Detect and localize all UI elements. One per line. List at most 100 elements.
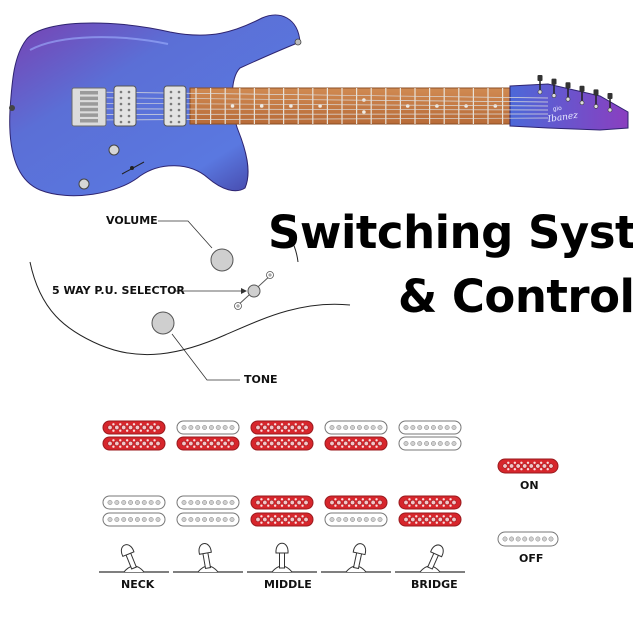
position-label-middle: MIDDLE [264,578,312,591]
fret-marker [464,104,468,108]
saddle [80,107,98,112]
saddle [80,119,98,123]
tuner-key [593,89,599,96]
tuner-key [579,85,585,92]
legend-pickups [497,458,559,547]
neck-coil-bottom [324,436,388,451]
position-4 [324,420,388,527]
volume-leader [158,220,213,249]
neck-coil-top [102,420,166,435]
tuner-bushing [537,89,543,95]
switch-lever-3 [247,542,317,573]
tone-leader [171,333,240,381]
saddle [80,113,98,117]
fret-marker [435,104,439,108]
tuner-key [565,82,571,89]
title-line-1: Switching System [268,206,633,259]
pole-piece [119,114,123,118]
headstock-sub: gio [552,105,562,113]
switch-lever-2 [173,543,243,573]
headstock [509,83,629,131]
fret-marker [259,104,264,108]
pole-piece [177,114,181,118]
pole-piece [127,90,131,94]
neck-coil-bottom [176,436,240,451]
neck-coil-top [324,420,388,435]
pole-piece [119,102,123,106]
selector-label: 5 WAY P.U. SELECTOR [52,284,185,297]
fret-marker [230,104,235,108]
bridge-saddles [80,91,98,123]
fret-marker [362,110,366,114]
saddle [80,96,98,101]
position-5 [398,420,462,527]
tone-knob-body [78,178,90,190]
tuner-bushing [579,100,585,106]
pole-piece [169,90,173,94]
tuner-bushing [551,93,557,98]
position-2 [176,420,240,527]
bridge-coil-bottom [250,512,314,527]
body-outline [29,261,351,356]
legend-on-label: ON [520,479,539,492]
jack [9,105,15,111]
tone-label: TONE [244,373,278,386]
neck-coil-top [398,420,462,435]
position-label-bridge: BRIDGE [411,578,458,591]
pole-piece [169,120,173,124]
pickup-grid [102,420,462,527]
bridge-coil-bottom [102,512,166,527]
pole-piece [169,108,173,112]
bridge-coil-top [398,495,462,510]
pole-piece [177,108,181,112]
neck-coil-top [250,420,314,435]
neck-coil-bottom [102,436,166,451]
selector-knob [247,284,261,298]
body-outline-curve [274,221,299,263]
bridge-coil-bottom [176,512,240,527]
volume-knob-body [108,144,120,156]
bridge-coil-top [176,495,240,510]
pole-piece [119,108,123,112]
neck-pickup [163,85,187,127]
pole-piece [177,96,181,100]
fret-marker [405,104,410,108]
bridge-coil-top [324,495,388,510]
pickup-poles [119,90,181,124]
pole-piece [169,96,173,100]
headstock-logo: Ibanez [546,111,579,125]
pole-piece [177,102,181,106]
guitar-body [9,14,301,197]
legend-off-label: OFF [519,552,544,565]
tone-knob [151,311,175,335]
pole-piece [119,96,123,100]
body-highlight [29,36,169,51]
position-3 [250,420,314,527]
pole-piece [119,120,123,124]
pole-piece [119,90,123,94]
neck-coil-bottom [398,436,462,451]
volume-knob [210,248,234,272]
pole-piece [127,120,131,124]
bridge-coil-bottom [398,512,462,527]
pole-piece [127,96,131,100]
neck-coil-bottom [250,436,314,451]
pole-piece [169,102,173,106]
title-line-2: & Controls [398,270,633,323]
tuner-bushing [565,96,571,102]
tuners [537,75,613,113]
strap-button [294,38,302,46]
legend-on-coil [497,458,559,474]
switch-lever-5 [395,544,465,573]
switch-lever-4 [321,543,391,573]
bridge-coil-top [250,495,314,510]
neck-coil-top [176,420,240,435]
tuner-key [607,93,613,99]
position-label-neck: NECK [121,578,155,591]
tuner-key [551,78,557,85]
pole-piece [127,102,131,106]
volume-label: VOLUME [106,214,158,227]
switch-lever-1 [99,544,169,573]
